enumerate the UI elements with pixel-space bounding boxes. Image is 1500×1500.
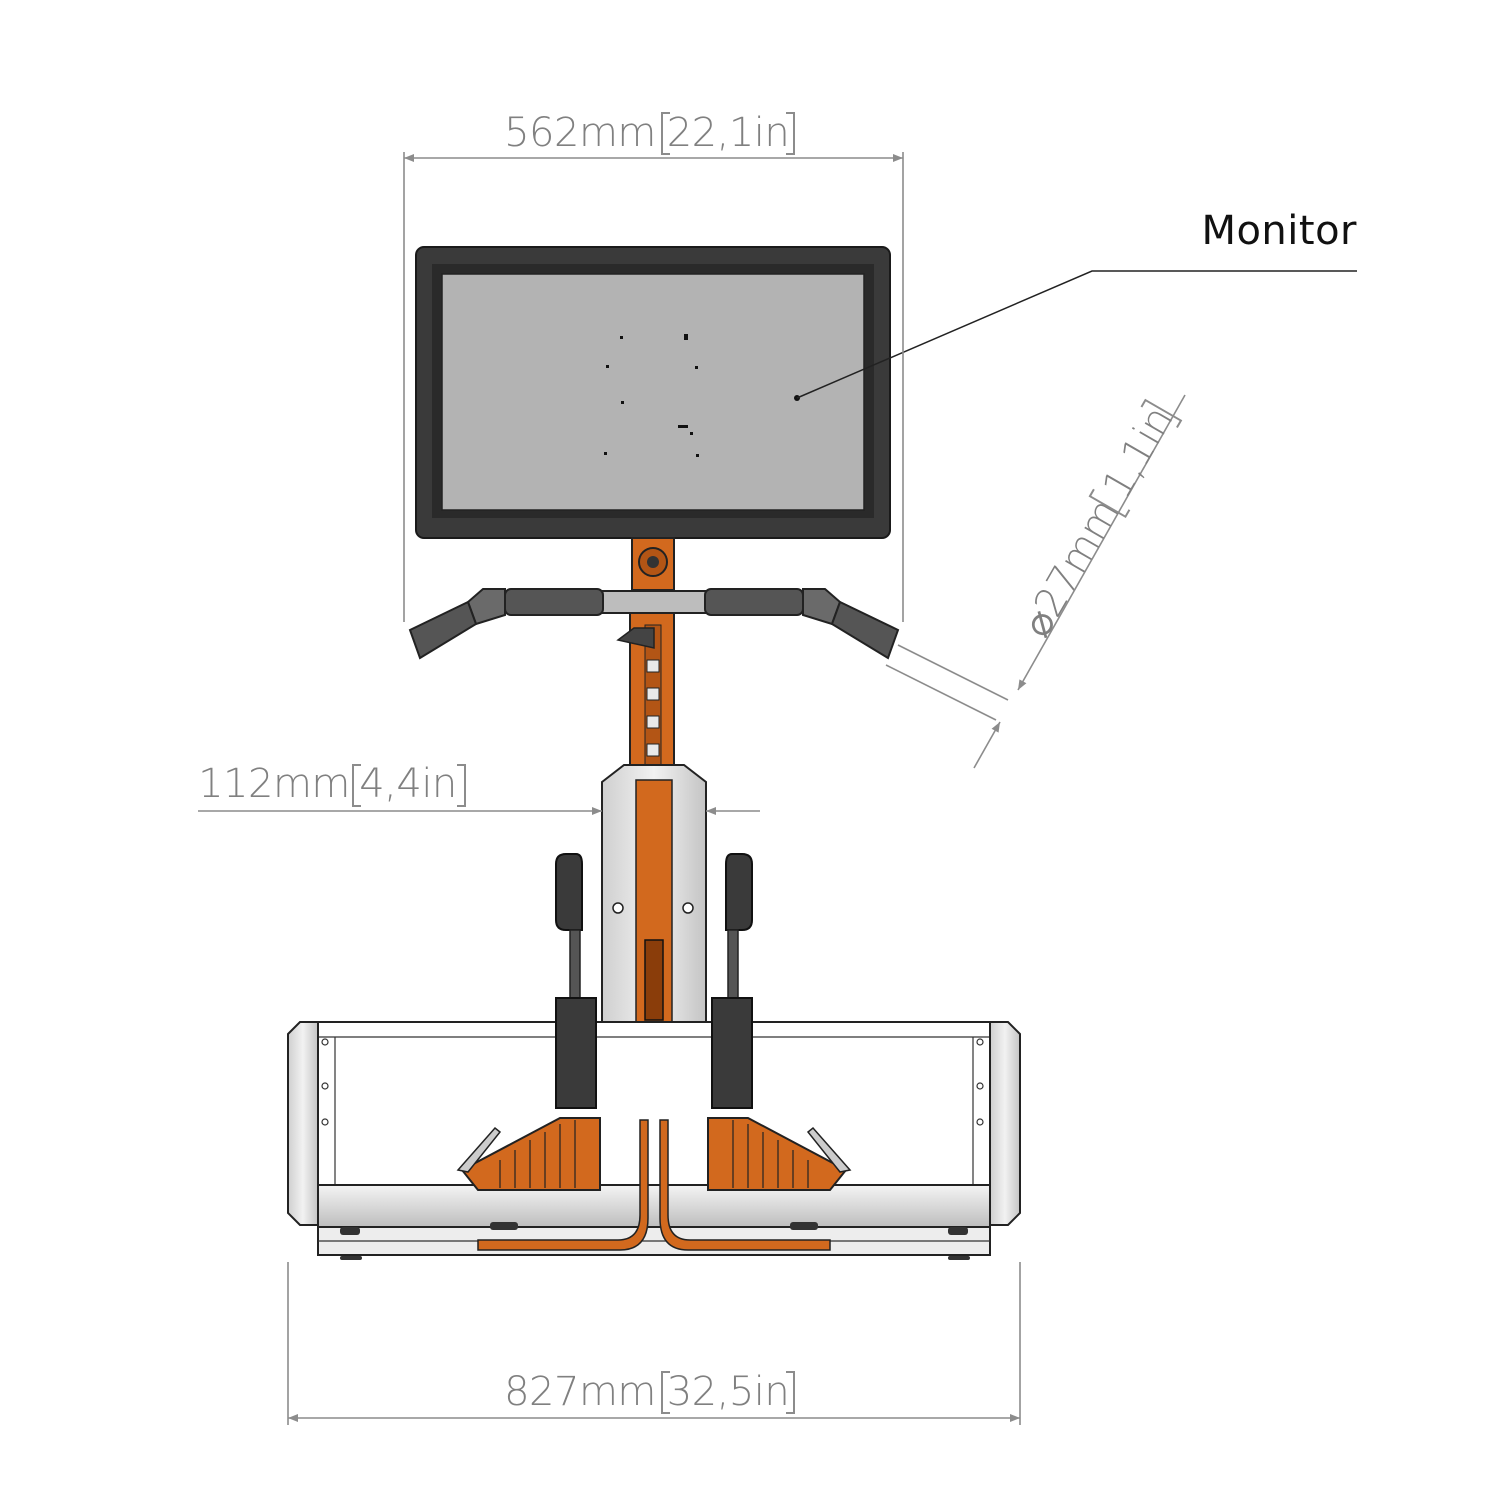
dimension-grip-diameter: ⌀27mm 1,1in bbox=[885, 394, 1186, 769]
column-width-inch: 4,4in bbox=[359, 761, 457, 807]
dimension-column-width: 112mm 4,4in bbox=[198, 761, 760, 815]
base-width-inch: 32,5in bbox=[667, 1369, 790, 1415]
monitor-callout: Monitor bbox=[796, 208, 1357, 399]
monitor-screen bbox=[441, 273, 865, 511]
monitor-width-mm: 562mm bbox=[504, 110, 656, 156]
handlebar bbox=[408, 588, 900, 660]
monitor bbox=[415, 246, 891, 539]
left-leg-assembly bbox=[456, 853, 601, 1191]
column bbox=[616, 537, 675, 781]
grip-diameter-inch: 1,1in bbox=[1094, 399, 1183, 507]
right-leg-assembly bbox=[707, 853, 852, 1191]
dimension-base-width: 827mm 32,5in bbox=[287, 1262, 1021, 1425]
monitor-width-inch: 22,1in bbox=[667, 110, 790, 156]
dimension-monitor-width: 562mm 22,1in bbox=[403, 110, 904, 622]
column-width-mm: 112mm bbox=[198, 761, 350, 807]
base-frame bbox=[287, 1021, 1021, 1260]
base-width-mm: 827mm bbox=[504, 1369, 656, 1415]
monitor-callout-label: Monitor bbox=[1201, 208, 1357, 254]
grip-diameter-mm: ⌀27mm bbox=[1014, 492, 1129, 645]
